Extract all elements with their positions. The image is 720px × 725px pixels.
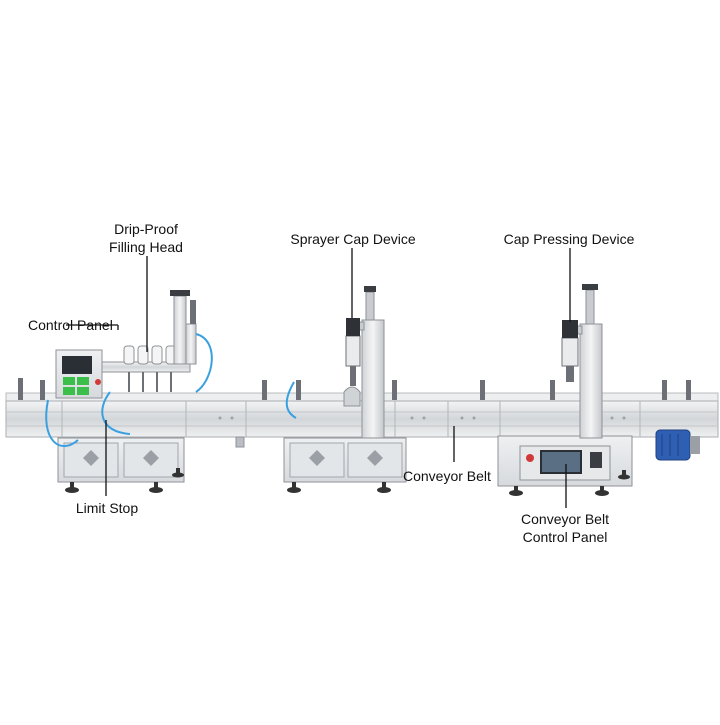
sprayer-cap-machine [283, 286, 407, 493]
drip-proof-label-line2: Filling Head [109, 239, 183, 255]
conveyor-belt-control-panel-label: Conveyor Belt Control Panel [521, 510, 609, 546]
drip-proof-filling-head-label: Drip-Proof Filling Head [109, 220, 183, 256]
sprayer-cap-device-label: Sprayer Cap Device [290, 231, 416, 247]
cap-pressing-device-label: Cap Pressing Device [503, 231, 635, 247]
limit-stop-label: Limit Stop [75, 500, 139, 516]
filling-machine [45, 290, 213, 493]
conveyor-control-label-line1: Conveyor Belt [521, 511, 609, 527]
drip-proof-label-line1: Drip-Proof [114, 221, 178, 237]
cap-pressing-machine [497, 284, 700, 496]
control-panel-label: Control Panel [28, 317, 113, 333]
conveyor-control-label-line2: Control Panel [522, 529, 608, 545]
callout-lines [66, 248, 571, 508]
conveyor-belt-label: Conveyor Belt [403, 468, 491, 484]
